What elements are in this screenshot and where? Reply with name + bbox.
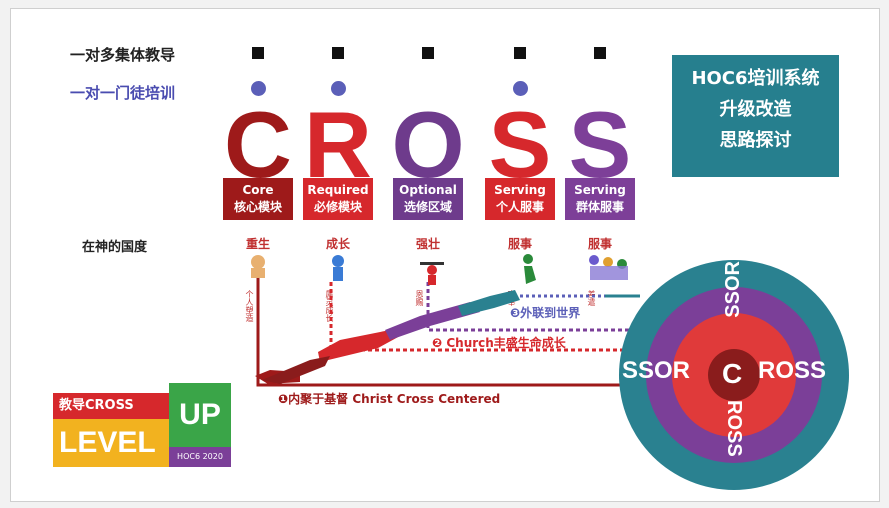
figure-weightlifter-icon: [420, 262, 444, 285]
ribbon-step-4: [458, 290, 520, 316]
personal-marker-3: [513, 81, 528, 96]
figure-runners-group-icon: [589, 255, 628, 280]
group-marker-2: [422, 47, 434, 59]
level-up-badge: 教导CROSS LEVEL UP HOC6 2020: [53, 383, 233, 473]
badge-level-text: LEVEL: [53, 419, 169, 467]
stage-caption-4: 服事: [588, 237, 613, 251]
cross-letter-2: O: [391, 92, 465, 197]
module-zh-0: 核心模块: [233, 200, 282, 214]
module-box-2: Optional 选修区域: [393, 178, 463, 220]
connector-c: [256, 266, 640, 387]
module-en-3: Serving: [494, 183, 546, 197]
hoc-title-box: HOC6培训系统 升级改造 思路探讨: [672, 55, 839, 177]
hoc-line3: 思路探讨: [719, 130, 792, 151]
badge-small-text: HOC6 2020: [169, 447, 231, 467]
badge-top-text: 教导CROSS: [53, 393, 169, 419]
step2-label: ❷ Church丰盛生命成长: [432, 336, 566, 350]
stage-side-text-0: 个人塑造: [245, 290, 254, 322]
module-en-1: Required: [307, 183, 369, 197]
target-core: [708, 349, 760, 401]
group-marker-3: [514, 47, 526, 59]
hoc-line2: 升级改造: [719, 99, 792, 120]
module-zh-4: 群体服事: [575, 200, 624, 214]
group-marker-0: [252, 47, 264, 59]
connector-o: [426, 282, 640, 332]
cross-letter-0: C: [224, 92, 292, 197]
stage-caption-3: 服事: [508, 237, 533, 251]
group-marker-4: [594, 47, 606, 59]
group-teaching-label: 一对多集体教导: [70, 46, 176, 64]
stage-side-text-2: 恩赐: [415, 290, 424, 306]
module-zh-1: 必修模块: [313, 200, 362, 214]
figure-runner-icon: [523, 254, 536, 284]
group-marker-1: [332, 47, 344, 59]
target-top-text: SSOR: [722, 261, 744, 318]
ribbon-step-3: [385, 302, 480, 340]
stage-side-text-4: 差遣: [587, 290, 596, 306]
cross-letter-3: S: [488, 92, 552, 197]
personal-marker-1: [331, 81, 346, 96]
ribbon-step-2: [318, 330, 400, 362]
stage-caption-2: 强壮: [416, 237, 441, 251]
stage-caption-1: 成长: [326, 237, 351, 251]
ribbon-step-1b: [262, 356, 330, 384]
module-en-2: Optional: [399, 183, 457, 197]
personal-marker-0: [251, 81, 266, 96]
figure-baby-icon: [251, 255, 265, 278]
figure-child-icon: [332, 255, 344, 281]
target-right-text: ROSS: [758, 357, 827, 384]
hoc-line1: HOC6培训系统: [691, 68, 820, 89]
module-box-0: Core 核心模块: [223, 178, 293, 220]
module-box-4: Serving 群体服事: [565, 178, 635, 220]
module-zh-2: 选修区域: [403, 200, 452, 214]
target-center-letter: C: [722, 358, 743, 389]
module-en-4: Serving: [574, 183, 626, 197]
step1-label: ❶内聚于基督 Christ Cross Centered: [278, 392, 501, 406]
step3-label: ❸外联到世界: [510, 306, 581, 320]
personal-training-label: 一对一门徒培训: [70, 84, 176, 102]
badge-up-text: UP: [169, 383, 231, 447]
module-zh-3: 个人服事: [495, 200, 544, 214]
cross-letter-1: R: [304, 92, 372, 197]
target-left-text: SSOR: [622, 357, 691, 384]
module-en-0: Core: [242, 183, 274, 197]
module-box-3: Serving 个人服事: [485, 178, 555, 220]
kingdom-label: 在神的国度: [82, 240, 148, 255]
stage-caption-0: 重生: [246, 237, 271, 251]
module-box-1: Required 必修模块: [303, 178, 373, 220]
cross-letter-4: S: [568, 92, 632, 197]
target-bottom-text: ROSS: [723, 400, 745, 457]
connector-r: [329, 282, 640, 352]
